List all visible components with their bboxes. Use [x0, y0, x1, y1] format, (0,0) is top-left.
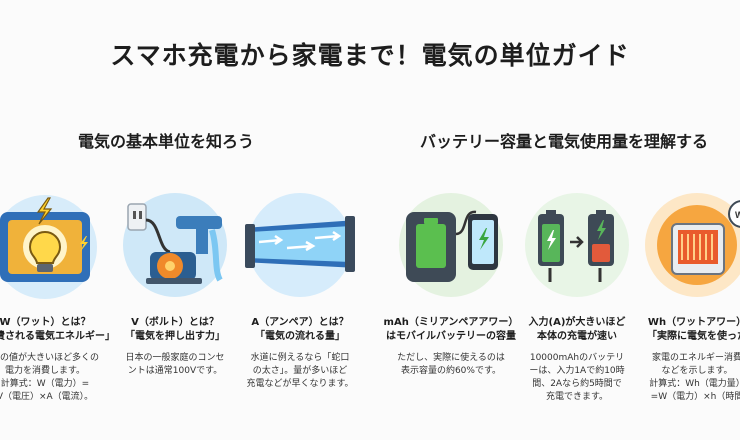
card-title-line: Wh（ワットアワー） — [647, 317, 740, 328]
card-desc-line: 計算式：Wh（電力量） — [649, 379, 740, 389]
card-title-line: 「実際に電気を使った — [647, 331, 740, 342]
card-desc-line: 水道に例えるなら「蛇口 — [250, 353, 350, 363]
power-bank-phone-icon — [396, 190, 506, 300]
card-title-line: W（ワット）とは？ — [0, 317, 91, 328]
card-title-line: mAh（ミリアンペアアワー） — [383, 317, 519, 328]
card-title-line: 「電気を押し出す力」 — [125, 331, 225, 342]
card-desc-line: 家電のエネルギー消費 — [651, 353, 740, 363]
page-title: スマホ充電から家電まで！電気の単位ガイド — [110, 41, 630, 70]
card-desc-line: 計算式：W（電力）= — [0, 379, 90, 389]
card-desc-line: などを示します。 — [661, 366, 733, 376]
card-desc-line: 充電などが早くなります。 — [246, 379, 354, 389]
card-title-line: はモバイルバッテリーの容量 — [386, 331, 516, 342]
pump-outlet-icon — [120, 190, 230, 300]
card-desc-line: 日本の一般家庭のコンセ — [125, 353, 225, 363]
card-desc-line: 電力を消費します。 — [4, 366, 86, 376]
card-desc-line: 充電できます。 — [545, 392, 609, 402]
section-title-battery: バッテリー容量と電気使用量を理解する — [420, 132, 709, 151]
card-desc-line: ーは、入力1Aで約10時 — [529, 366, 625, 376]
card-desc-line: 10000mAhのバッテリ — [529, 353, 625, 363]
card-desc-line: の太さ」。量が多いほど — [252, 366, 348, 376]
card-title-line: 入力(A)が大きいほど — [528, 317, 626, 328]
card-wh: Wh Wh（ワットアワー） 「実際に電気を使った 家電のエネルギー消費 などを示… — [622, 190, 740, 440]
card-title-line: V（ボルト）とは？ — [131, 317, 219, 328]
card-desc-line: 間、2Aなら約5時間で — [532, 379, 622, 389]
light-bulb-circuit-icon — [0, 192, 100, 302]
card-desc-line: この値が大きいほど多くの — [0, 353, 99, 363]
card-title-line: 「電気の流れる量」 — [255, 331, 345, 342]
battery-charging-icon — [522, 190, 632, 300]
card-title-line: A（アンペア）とは？ — [251, 317, 349, 328]
card-desc-line: ただし、実際に使えるのは — [397, 353, 505, 363]
card-desc-line: =W（電力）×h（時間 — [650, 392, 740, 402]
card-desc-line: V（電圧）×A（電流）。 — [0, 392, 94, 402]
section-title-basic-units: 電気の基本単位を知ろう — [78, 132, 255, 151]
card-desc-line: ントは通常100Vです。 — [127, 366, 223, 376]
meter-label: Wh — [735, 210, 740, 220]
card-desc-line: 表示容量の約60%です。 — [400, 366, 502, 376]
card-title-line: 本体の充電が速い — [537, 331, 617, 342]
card-title-line: 「消費される電気エネルギー」 — [0, 331, 115, 342]
water-pipe-icon — [245, 190, 355, 300]
heater-meter-icon: Wh — [642, 190, 740, 300]
